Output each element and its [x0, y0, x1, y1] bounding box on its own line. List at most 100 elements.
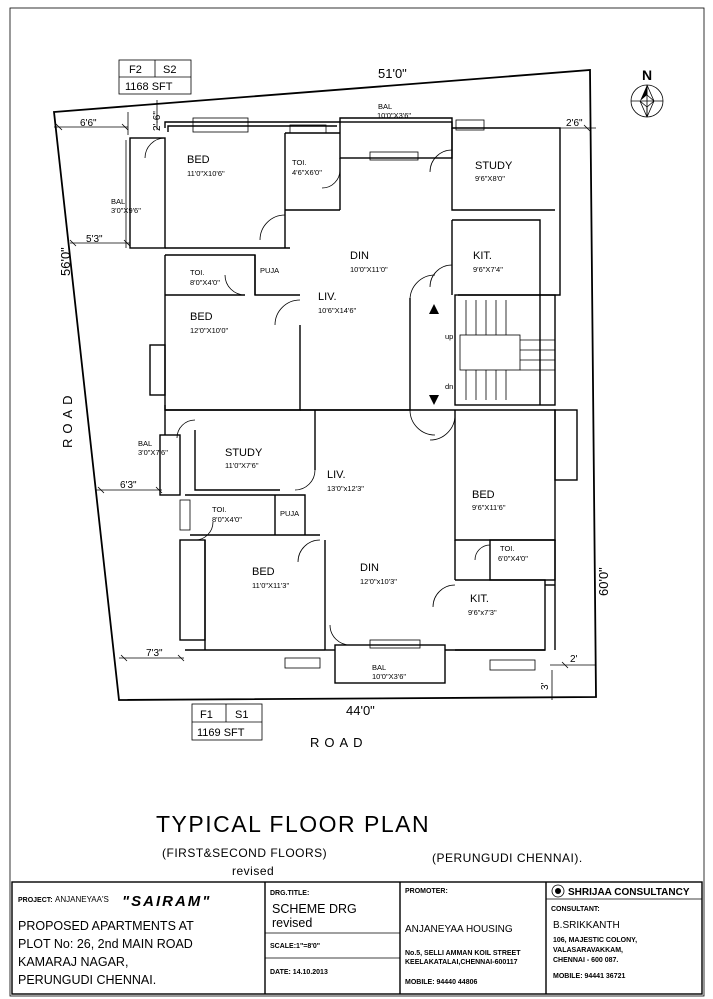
bal-top-label: BAL: [378, 102, 392, 111]
tb-date: DATE: 14.10.2013: [270, 969, 328, 976]
flat-tag-top-s: S2: [163, 64, 176, 76]
liv2-label: LIV.: [327, 469, 346, 481]
bed4-dim: 11'0"X11'3": [252, 581, 289, 590]
flat-tag-top: F2 S2 1168 SFT: [118, 59, 192, 95]
flat-tag-bottom-f: F1: [200, 709, 213, 721]
bal-left2-dim: 3'0"X7'6": [138, 448, 168, 457]
liv2-dim: 13'0"x12'3": [327, 484, 364, 493]
toi3-dim: 8'0"X4'0": [212, 515, 242, 524]
title-block: PROJECT: ANJANEYAA'S "SAIRAM" PROPOSED A…: [11, 881, 703, 995]
flat-tag-bottom-s: S1: [235, 709, 248, 721]
tb-consultant-name: B.SRIKKANTH: [553, 920, 620, 931]
bal-bottom-label: BAL: [372, 663, 386, 672]
tb-consultant-addr2: VALASARAVAKKAM,: [553, 947, 623, 954]
setback-top-right: 2'6": [566, 118, 583, 129]
study1-label: STUDY: [475, 160, 513, 172]
stair-dn-label: dn: [445, 382, 453, 391]
road-label-bottom: ROAD: [310, 735, 368, 750]
liv1-label: LIV.: [318, 291, 337, 303]
setback-bottom-left: 7'3": [146, 648, 163, 659]
flat-tag-top-area: 1168 SFT: [125, 81, 173, 93]
toi2-label: TOI.: [190, 268, 204, 277]
tb-desc-line1: PROPOSED APARTMENTS AT: [18, 919, 194, 933]
toi3-label: TOI.: [212, 505, 226, 514]
plan-title: TYPICAL FLOOR PLAN: [156, 811, 430, 837]
din1-dim: 10'0"X11'0": [350, 265, 388, 274]
tb-desc-line4: PERUNGUDI CHENNAI.: [18, 973, 156, 987]
road-label-left: ROAD: [60, 390, 75, 448]
bed1-dim: 11'0"X10'6": [187, 169, 225, 178]
setback-top-left: 6'6": [80, 118, 97, 129]
bal-left2-label: BAL: [138, 439, 152, 448]
din2-dim: 12'0"x10'3": [360, 577, 397, 586]
bed3-label: BED: [472, 489, 495, 501]
tb-consultant-addr3: CHENNAI - 600 087.: [553, 957, 618, 964]
setback-left-upper: 5'3": [86, 234, 103, 245]
bal-bottom-dim: 10'0"X3'6": [372, 672, 406, 681]
tb-promoter-mobile: MOBILE: 94440 44806: [405, 979, 477, 986]
din2-label: DIN: [360, 562, 379, 574]
consultancy-logo-icon: [551, 884, 565, 898]
setback-dimensions: 6'6" 2'-6" 2'6" 5'3" 6'3" 7'3" 2' 3': [54, 100, 596, 700]
tb-project-name: "SAIRAM": [122, 893, 211, 910]
bal-left1-label: BAL: [111, 197, 125, 206]
tb-promoter-name: ANJANEYAA HOUSING: [405, 924, 513, 935]
north-arrow-icon: [630, 84, 664, 118]
kit2-label: KIT.: [470, 593, 489, 605]
bed2-dim: 12'0"X10'0": [190, 326, 229, 335]
bal-top-dim: 10'0"X3'6": [377, 111, 411, 120]
puja1-label: PUJA: [260, 266, 279, 275]
bed3-dim: 9'6"X11'6": [472, 503, 506, 512]
kit1-label: KIT.: [473, 250, 492, 262]
toi1-dim: 4'6"X6'0": [292, 168, 322, 177]
dim-left: 56'0": [58, 247, 73, 276]
stair-up-label: up: [445, 332, 453, 341]
tb-project-owner: ANJANEYAA'S: [55, 895, 109, 904]
tb-promoter-label: PROMOTER:: [405, 888, 448, 895]
tb-promoter-addr2: KEELAKATALAI,CHENNAI-600117: [405, 959, 518, 966]
dim-top: 51'0": [378, 66, 407, 81]
toi1-label: TOI.: [292, 158, 306, 167]
plot-boundary: [53, 69, 597, 701]
tb-project-label: PROJECT:: [18, 897, 53, 904]
bed4-label: BED: [252, 566, 275, 578]
study2-dim: 11'0"X7'6": [225, 461, 259, 470]
tb-consultant-addr1: 106, MAJESTIC COLONY,: [553, 937, 637, 944]
tb-promoter-addr1: No.5, SELLI AMMAN KOIL STREET: [405, 950, 521, 957]
flat-tag-top-f: F2: [129, 64, 142, 76]
room-labels: BAL 10'0"X3'6" BED 11'0"X10'6" TOI. 4'6"…: [111, 102, 528, 681]
plan-location: (PERUNGUDI CHENNAI).: [432, 851, 583, 865]
setback-left-lower: 6'3": [120, 480, 137, 491]
tb-drg-title-label: DRG.TITLE:: [270, 890, 309, 897]
sheet-border: [9, 7, 705, 997]
tb-consultant-mobile: MOBILE: 94441 36721: [553, 973, 625, 980]
dim-bottom: 44'0": [346, 703, 375, 718]
door-swings: [144, 137, 491, 646]
north-label: N: [642, 67, 652, 83]
dim-right: 60'0": [596, 567, 611, 596]
setback-bottom-vertical: 3': [540, 682, 551, 690]
liv1-dim: 10'6"X14'6": [318, 306, 357, 315]
tb-desc-line3: KAMARAJ NAGAR,: [18, 955, 128, 969]
study2-label: STUDY: [225, 447, 263, 459]
building-walls: [125, 117, 578, 684]
tb-consultant-label: CONSULTANT:: [551, 906, 600, 913]
tb-scale: SCALE:1"=8'0": [270, 943, 320, 950]
plan-revised: revised: [232, 864, 274, 878]
bed2-label: BED: [190, 311, 213, 323]
tb-desc-line2: PLOT No: 26, 2nd MAIN ROAD: [18, 937, 193, 951]
flat-tag-bottom-area: 1169 SFT: [197, 727, 245, 739]
setback-bottom-right: 2': [570, 654, 578, 665]
bed1-label: BED: [187, 154, 210, 166]
toi4-dim: 6'0"X4'0": [498, 554, 528, 563]
puja2-label: PUJA: [280, 509, 299, 518]
din1-label: DIN: [350, 250, 369, 262]
flat-tag-bottom: F1 S1 1169 SFT: [191, 703, 263, 741]
study1-dim: 9'6"X8'0": [475, 174, 505, 183]
kit1-dim: 9'6"X7'4": [473, 265, 503, 274]
toi2-dim: 8'0"X4'0": [190, 278, 220, 287]
tb-drg-revised: revised: [272, 916, 312, 930]
tb-drg-title: SCHEME DRG: [272, 902, 357, 916]
tb-consultancy: SHRIJAA CONSULTANCY: [568, 887, 690, 898]
